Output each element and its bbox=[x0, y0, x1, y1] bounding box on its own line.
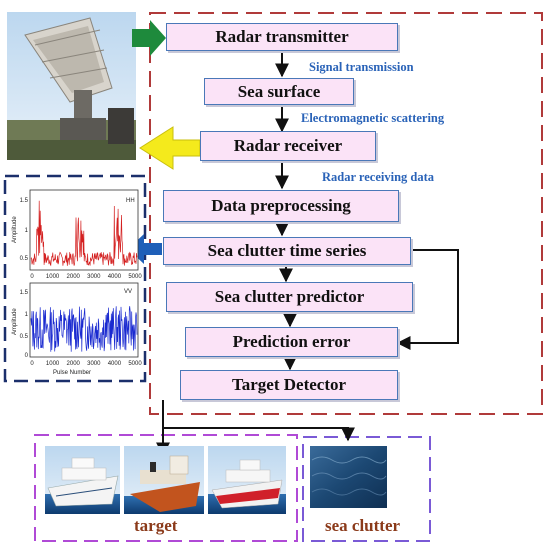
radar-receiver-label: Radar receiver bbox=[233, 136, 343, 155]
sea-clutter-photo bbox=[310, 446, 387, 508]
sea-clutter-time-series-label: Sea clutter time series bbox=[207, 241, 367, 260]
vv-xtick-label: 1000 bbox=[46, 361, 60, 367]
vv-xtick-label: 4000 bbox=[108, 361, 122, 367]
hh-ytick-label: 0.5 bbox=[20, 256, 29, 262]
sea-surface-box: Sea surface bbox=[204, 78, 354, 105]
hh-ylabel: Amplitude bbox=[12, 216, 18, 243]
vv-tag: VV bbox=[124, 289, 132, 295]
hh-xtick-label: 5000 bbox=[128, 274, 142, 280]
prediction-error-label: Prediction error bbox=[232, 332, 351, 351]
data-preprocessing-box: Data preprocessing bbox=[163, 190, 399, 222]
sea-surface-label: Sea surface bbox=[237, 81, 321, 101]
green-arrow-icon bbox=[132, 20, 166, 56]
target-detector-box: Target Detector bbox=[180, 370, 398, 400]
vv-ylabel: Amplitude bbox=[12, 308, 18, 335]
ship-photo-1 bbox=[45, 446, 120, 514]
hh-ytick-label: 1 bbox=[25, 228, 29, 234]
vv-amplitude-plot: VV Amplitude 0 0.5 1 1.5 0 1000 2000 3000 4000 5… bbox=[12, 282, 142, 376]
hh-amplitude-plot: HH Amplitude 0.5 1 1.5 0 1000 2000 3000 4000 50… bbox=[12, 189, 142, 280]
sea-clutter-predictor-box: Sea clutter predictor bbox=[166, 282, 413, 312]
hh-xtick-label: 2000 bbox=[67, 274, 81, 280]
hh-ytick-label: 1.5 bbox=[20, 198, 29, 204]
hh-tag: HH bbox=[126, 198, 135, 204]
hh-ytick-labels: 0.5 1 1.5 bbox=[20, 198, 29, 262]
ship-photo-2 bbox=[124, 446, 204, 514]
prediction-error-box: Prediction error bbox=[185, 327, 398, 357]
vv-ytick-label: 0 bbox=[25, 353, 29, 359]
radar-transmitter-box: Radar transmitter bbox=[166, 23, 398, 51]
target-caption: target bbox=[134, 516, 178, 535]
data-preprocessing-label: Data preprocessing bbox=[211, 196, 351, 215]
target-frame bbox=[34, 434, 298, 542]
plots-frame bbox=[3, 174, 147, 383]
vv-ytick-labels: 0 0.5 1 1.5 bbox=[20, 290, 29, 359]
sea-clutter-predictor-label: Sea clutter predictor bbox=[214, 287, 365, 306]
sea-clutter-time-series-box: Sea clutter time series bbox=[163, 237, 411, 265]
radar-antenna-photo bbox=[7, 12, 136, 160]
sea-clutter-frame bbox=[302, 436, 431, 542]
processing-frame bbox=[149, 12, 543, 415]
sea-clutter-caption: sea clutter bbox=[325, 516, 401, 535]
electromagnetic-scattering-label: Electromagnetic scattering bbox=[301, 111, 445, 125]
radar-receiving-data-label: Radar receiving data bbox=[322, 170, 435, 184]
radar-receiver-box: Radar receiver bbox=[200, 131, 376, 161]
vv-xtick-label: 3000 bbox=[87, 361, 101, 367]
vv-xtick-label: 0 bbox=[30, 361, 34, 367]
vv-xtick-label: 5000 bbox=[128, 361, 142, 367]
vv-xtick-label: 2000 bbox=[67, 361, 81, 367]
hh-xtick-label: 3000 bbox=[87, 274, 101, 280]
hh-xtick-labels: 0 1000 2000 3000 4000 5000 bbox=[30, 274, 142, 280]
radar-transmitter-label: Radar transmitter bbox=[215, 27, 349, 46]
hh-xtick-label: 0 bbox=[30, 274, 34, 280]
vv-ytick-label: 0.5 bbox=[20, 334, 29, 340]
vv-ytick-label: 1.5 bbox=[20, 290, 29, 296]
signal-transmission-label: Signal transmission bbox=[309, 60, 414, 74]
yellow-arrow-icon bbox=[139, 126, 201, 170]
vv-xlabel: Pulse Number bbox=[53, 370, 91, 376]
hh-xtick-label: 1000 bbox=[46, 274, 60, 280]
vv-ytick-label: 1 bbox=[25, 312, 29, 318]
vv-trace bbox=[30, 306, 138, 352]
vv-xtick-labels: 0 1000 2000 3000 4000 5000 bbox=[30, 361, 142, 367]
hh-trace bbox=[30, 200, 138, 267]
flow-connectors bbox=[156, 50, 459, 457]
target-detector-label: Target Detector bbox=[231, 375, 347, 394]
ship-photo-3 bbox=[208, 446, 286, 514]
hh-xtick-label: 4000 bbox=[108, 274, 122, 280]
